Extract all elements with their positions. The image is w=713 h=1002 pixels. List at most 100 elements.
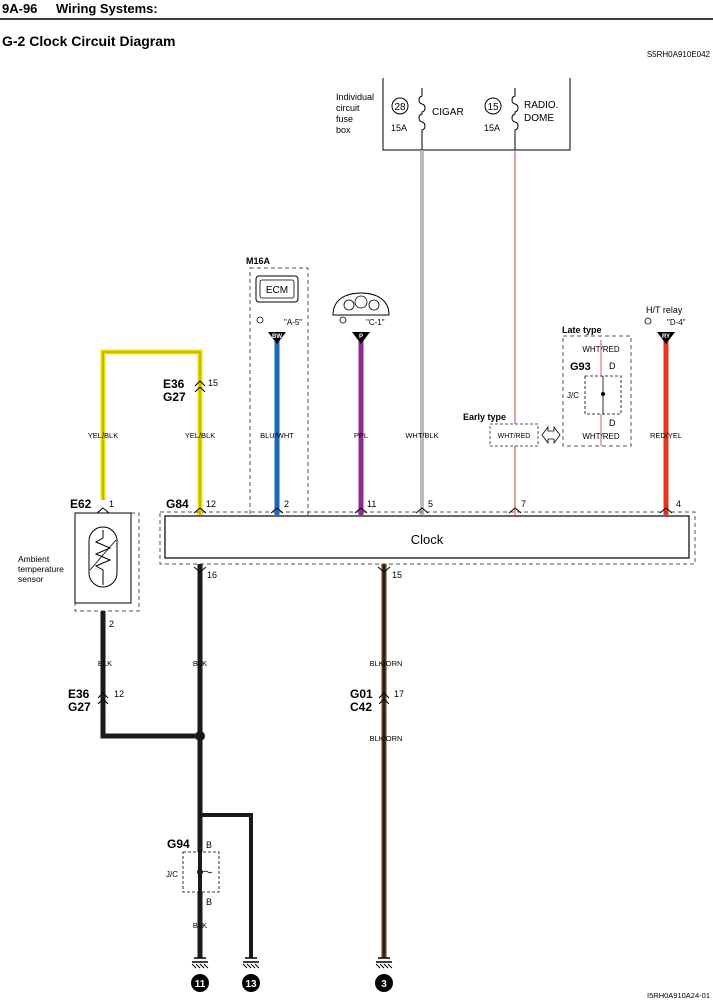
- pin-11: 11: [367, 499, 376, 509]
- wire-label-blk-1: BLK: [98, 659, 112, 668]
- g01-pin: 17: [394, 689, 404, 699]
- ground-icon: [242, 963, 260, 969]
- diagram-code-top: S5RH0A910E042: [647, 50, 711, 59]
- fuse-box-label-1: Individual: [336, 92, 374, 102]
- e36-top-pin: 15: [208, 378, 218, 388]
- e36-g27-top: E36 G27 15: [163, 377, 218, 404]
- meter-tag-arrow: [352, 332, 370, 344]
- ht-relay-connector-icon: [644, 317, 652, 325]
- g27-top-name: G27: [163, 390, 186, 404]
- wire-blk-e62: [100, 611, 200, 739]
- section-number: 9A-96: [2, 1, 37, 16]
- wire-label-blk-orn-1: BLK/ORN: [370, 659, 403, 668]
- pin-e62-1: 1: [109, 499, 114, 509]
- g94-jc: J/C: [166, 870, 178, 879]
- wire-label-ppl: PPL: [354, 431, 368, 440]
- ground-13-label: 13: [245, 979, 257, 990]
- m16a-box: [249, 267, 309, 523]
- ground-11: 11: [191, 957, 209, 992]
- ht-relay-tag-arrow: [657, 332, 675, 344]
- pin-15: 15: [392, 570, 402, 580]
- ecm-connector-icon: [256, 316, 264, 324]
- diagram-code-bottom: I5RH0A910A24-01: [647, 991, 710, 1000]
- fuse-box-label-3: fuse: [336, 114, 353, 124]
- e62-name: E62: [70, 497, 92, 511]
- ecm: ECM "A-5" BW: [255, 275, 302, 344]
- early-type: Early type WHT/RED: [463, 412, 561, 447]
- wire-label-blu-wht: BLU/WHT: [260, 431, 294, 440]
- e36-g27-bottom: E36 G27 12: [68, 687, 124, 714]
- ground-3: 3: [375, 957, 393, 992]
- pin-5: 5: [428, 499, 433, 509]
- ht-relay: H/T relay "D-4" RY: [644, 305, 686, 344]
- fuse-15-name-1: RADIO.: [524, 100, 558, 111]
- ground-11-label: 11: [195, 979, 206, 990]
- ht-relay-label: H/T relay: [646, 305, 683, 315]
- fuse-28-number: 28: [394, 102, 406, 113]
- fuse-15-number: 15: [487, 102, 499, 113]
- e36-bottom-name: E36: [68, 687, 90, 701]
- g94-pin-top: B: [206, 840, 212, 850]
- page-title: G-2 Clock Circuit Diagram: [2, 33, 176, 49]
- g94-junction: G94 B J/C B: [166, 837, 220, 907]
- ht-relay-ref: "D-4": [667, 318, 686, 327]
- fuse-28-name: CIGAR: [432, 107, 464, 118]
- clock-label: Clock: [411, 532, 444, 547]
- combination-meter: "C-1" P: [332, 292, 390, 344]
- ecm-tag: BW: [272, 334, 282, 340]
- wire-label-yel-blk-1: YEL/BLK: [88, 431, 118, 440]
- sensor-label-3: sensor: [18, 574, 44, 584]
- fuse-28-symbol: [418, 88, 426, 150]
- pin-7: 7: [521, 499, 526, 509]
- late-type-label: Late type: [562, 325, 602, 335]
- wire-label-wht-blk: WHT/BLK: [405, 431, 438, 440]
- g84-name: G84: [166, 497, 189, 511]
- g94-name: G94: [167, 837, 190, 851]
- g93-jc: J/C: [567, 391, 579, 400]
- g27-bottom-name: G27: [68, 700, 91, 714]
- m16a-label: M16A: [246, 256, 271, 266]
- fuse-15-name-2: DOME: [524, 113, 554, 124]
- fuse-box-label-4: box: [336, 125, 351, 135]
- ecm-label: ECM: [266, 285, 288, 296]
- ecm-tag-arrow: [268, 332, 286, 344]
- ecm-ref: "A-5": [284, 318, 302, 327]
- thermistor-icon: [94, 530, 112, 585]
- meter-connector-icon: [339, 316, 347, 324]
- selector-arrow-icon: [541, 425, 561, 445]
- g93-pin-bottom: D: [609, 418, 616, 428]
- g93-late-type: Late type WHT/RED G93 D J/C D WHT/RED: [562, 325, 632, 447]
- e36-bottom-pin: 12: [114, 689, 124, 699]
- wire-label-red-yel: RED/YEL: [650, 431, 682, 440]
- page-header: 9A-96 Wiring Systems:: [0, 1, 713, 20]
- fuse-box-label-2: circuit: [336, 103, 360, 113]
- meter-tag: P: [359, 334, 363, 340]
- g01-c42: G01 C42 17: [350, 687, 404, 714]
- e36-top-name: E36: [163, 377, 185, 391]
- pin-2: 2: [284, 499, 289, 509]
- wire-label-blk-3: BLK: [193, 921, 207, 930]
- pin-e62-2: 2: [109, 619, 114, 629]
- g01-name: G01: [350, 687, 373, 701]
- ground-3-label: 3: [381, 979, 387, 990]
- section-title: Wiring Systems:: [56, 1, 158, 16]
- sensor-label-1: Ambient: [18, 554, 50, 564]
- ground-13: 13: [242, 957, 260, 992]
- g93-name: G93: [570, 361, 591, 373]
- c42-name: C42: [350, 700, 372, 714]
- meter-ref: "C-1": [366, 318, 385, 327]
- ht-relay-tag: RY: [662, 334, 670, 340]
- pin-12: 12: [206, 499, 216, 509]
- fuse-15-rating: 15A: [484, 123, 500, 133]
- sensor-label-2: temperature: [18, 564, 64, 574]
- e62-ambient-sensor: E62 Ambient temperature sensor 2: [18, 497, 140, 629]
- g93-pin-top: D: [609, 361, 616, 371]
- pin-16: 16: [207, 570, 217, 580]
- pin-4: 4: [676, 499, 681, 509]
- fuse-15-symbol: [511, 88, 519, 150]
- wire-blk-ground-13: [200, 813, 253, 958]
- fuse-box: Individual circuit fuse box 28 15A CIGAR…: [336, 78, 571, 151]
- wire-yel-blk-e62: [100, 349, 203, 515]
- wire-label-blk-orn-2: BLK/ORN: [370, 734, 403, 743]
